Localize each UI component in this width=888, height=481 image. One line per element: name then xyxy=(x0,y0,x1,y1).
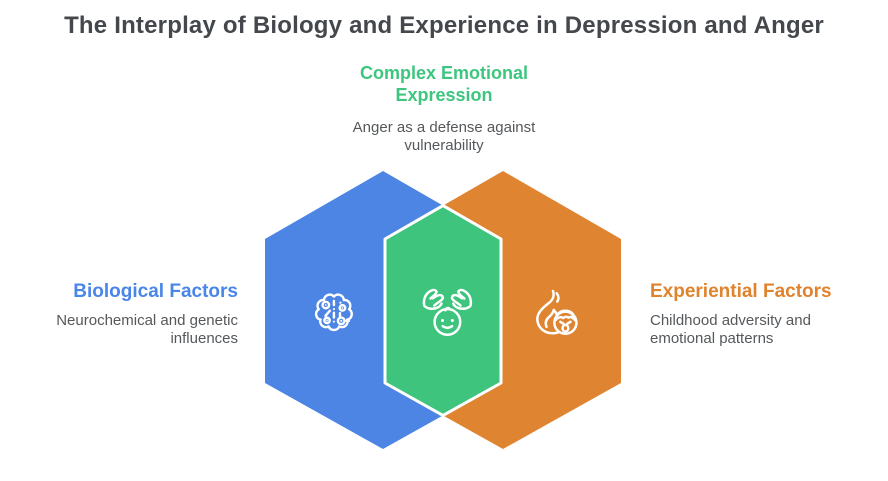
left-node-label: Biological Factors Neurochemical and gen… xyxy=(38,281,238,348)
center-node-heading: Complex Emotional Expression xyxy=(359,63,529,105)
circuit-brain-icon xyxy=(314,293,353,332)
caring-hands-child-icon xyxy=(422,288,473,336)
right-node-subtitle: Childhood adversity and emotional patter… xyxy=(650,312,811,347)
center-node-subtitle: Anger as a defense against vulnerability xyxy=(352,119,536,154)
anger-flame-face-icon xyxy=(536,289,578,336)
left-node-heading: Biological Factors xyxy=(73,281,238,302)
left-node-subtitle: Neurochemical and genetic influences xyxy=(56,312,238,347)
right-node-heading: Experiential Factors xyxy=(650,281,832,302)
page-title: The Interplay of Biology and Experience … xyxy=(64,12,824,39)
right-node-label: Experiential Factors Childhood adversity… xyxy=(650,281,860,348)
center-node-label: Complex Emotional Expression Anger as a … xyxy=(334,62,554,155)
